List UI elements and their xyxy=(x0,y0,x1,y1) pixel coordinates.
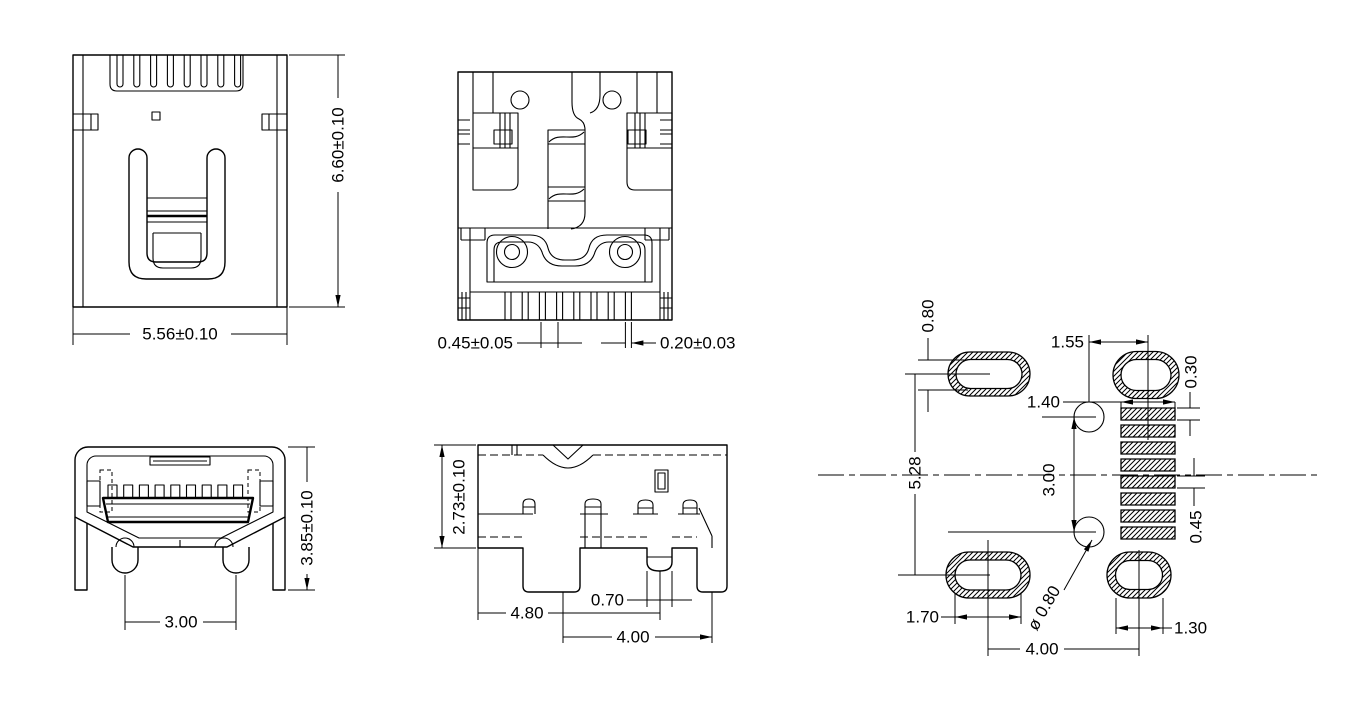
bottom-view-base-walls xyxy=(458,228,672,320)
top-view-contact-bars xyxy=(147,197,207,234)
footprint-slot-bottom-left xyxy=(945,551,1031,599)
top-view-inner-walls xyxy=(82,55,278,307)
top-view-center-square xyxy=(151,111,161,121)
side-view-notch xyxy=(542,444,594,469)
top-view: 5.56±0.10 6.60±0.10 xyxy=(72,54,348,345)
side-view-outline xyxy=(477,444,728,593)
footprint-dim-arrows-out xyxy=(914,338,1195,650)
bottom-view-outline xyxy=(457,71,673,321)
dim-top-height: 6.60±0.10 xyxy=(329,107,348,183)
dim-side-body-length: 4.80 xyxy=(510,604,543,623)
top-view-teeth xyxy=(116,55,242,88)
top-view-latch-outline xyxy=(128,148,226,280)
dim-fp-slot-left-width: 1.70 xyxy=(906,608,939,627)
dim-side-pin-width: 0.70 xyxy=(591,591,624,610)
bottom-view: 0.45±0.05 0.20±0.03 xyxy=(437,71,736,353)
front-view-flanges xyxy=(74,517,286,591)
front-view-floor-details xyxy=(115,537,234,548)
top-view-outline xyxy=(72,54,288,308)
bottom-view-latch-block-right xyxy=(626,112,673,191)
side-view-pad-window xyxy=(654,469,669,493)
footprint-slot-top-right xyxy=(1112,350,1180,400)
bottom-view-shoulder xyxy=(458,227,672,241)
side-view: 2.73±0.10 4.80 0.70 4.00 xyxy=(434,444,728,647)
dim-top-width: 5.56±0.10 xyxy=(142,325,218,344)
side-view-extension-lines xyxy=(434,444,713,643)
top-view-recess xyxy=(109,55,244,92)
footprint-slot-top-left xyxy=(947,351,1031,397)
dim-bottom-pin-width: 0.20±0.03 xyxy=(660,334,736,353)
side-view-contact-bumps xyxy=(522,498,698,514)
footprint-extension-lines xyxy=(898,335,1205,656)
dim-fp-pad-pitch: 0.45 xyxy=(1187,510,1206,543)
bottom-view-hole-right xyxy=(602,90,622,110)
dim-fp-hole-diameter: ø 0.80 xyxy=(1024,582,1065,633)
dim-fp-slot-row-spacing: 5.28 xyxy=(906,456,925,489)
top-view-side-tabs xyxy=(73,113,287,131)
bottom-view-ear-right-inner xyxy=(616,243,634,261)
front-view-tongue-lines xyxy=(106,503,250,518)
dim-fp-hole-spacing: 3.00 xyxy=(1040,463,1059,496)
dim-fp-slot-hole-height: 0.80 xyxy=(919,299,938,332)
dim-side-leg-spacing: 4.00 xyxy=(616,628,649,647)
side-view-interior-lines xyxy=(580,507,713,558)
front-view-extension-lines xyxy=(124,446,315,630)
side-view-dim-arrows xyxy=(478,599,712,637)
dim-front-height: 3.85±0.10 xyxy=(298,490,317,566)
dim-fp-slot-span: 4.00 xyxy=(1025,640,1058,659)
bottom-view-ear-left-outer xyxy=(495,235,529,269)
dim-bottom-pin-pitch: 0.45±0.05 xyxy=(437,334,513,353)
bottom-view-pins xyxy=(504,291,632,321)
bottom-view-extension-lines xyxy=(540,322,632,348)
front-view: 3.00 3.85±0.10 xyxy=(74,446,317,632)
dim-front-peg-spacing: 3.00 xyxy=(164,613,197,632)
front-view-contacts xyxy=(107,484,244,499)
top-view-dim-lines xyxy=(73,55,338,335)
top-view-extension-lines xyxy=(72,54,345,345)
bottom-view-yoke-outer xyxy=(486,234,653,283)
bottom-view-ear-right-outer xyxy=(608,235,642,269)
bottom-view-center-spring xyxy=(547,72,601,230)
dim-fp-slot-right-width: 1.30 xyxy=(1174,619,1207,638)
bottom-view-hole-left xyxy=(510,90,530,110)
front-view-shell-outer xyxy=(74,446,286,548)
dim-fp-pad-width: 0.30 xyxy=(1182,355,1201,388)
top-view-latch-inner xyxy=(152,233,202,269)
dim-fp-hole-to-pads: 1.55 xyxy=(1051,333,1084,352)
side-view-hidden-lines xyxy=(478,454,727,538)
side-view-top-ticks xyxy=(511,445,518,455)
bottom-view-latch-block-left xyxy=(458,112,519,191)
front-view-dim-arrows xyxy=(125,447,307,623)
bottom-view-yoke-inner xyxy=(493,241,646,282)
bottom-view-ear-left-inner xyxy=(503,243,521,261)
front-view-tongue xyxy=(101,496,255,524)
front-view-pegs xyxy=(111,547,250,574)
pcb-footprint: 0.80 5.28 1.55 1.40 0.30 3.00 0.45 1.70 … xyxy=(818,299,1320,659)
dim-fp-pad-length: 1.40 xyxy=(1027,393,1060,412)
front-view-top-slot xyxy=(149,456,211,466)
bottom-view-upper-seams xyxy=(472,72,658,113)
dim-side-height: 2.73±0.10 xyxy=(450,459,469,535)
footprint-slot-bottom-right xyxy=(1106,551,1172,599)
